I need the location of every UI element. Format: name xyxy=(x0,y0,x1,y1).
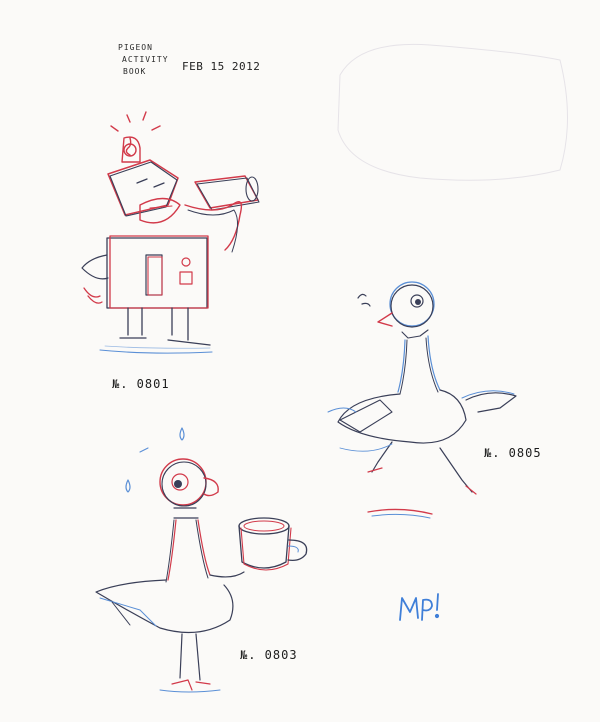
stamp-line-1: PIGEON xyxy=(118,43,153,52)
stamp-line-3: BOOK xyxy=(123,67,147,76)
stamp-line-2: ACTIVITY xyxy=(122,55,169,64)
book-title-stamp: PIGEON ACTIVITY BOOK xyxy=(118,42,169,78)
paper-smudge xyxy=(337,43,568,181)
coffee-pigeon-drawing xyxy=(95,427,308,693)
robot-drawing xyxy=(81,111,260,354)
sketch-label-robot: №. 0801 xyxy=(112,377,170,391)
running-pigeon-drawing xyxy=(327,281,517,519)
sketch-label-coffee-pigeon: №. 0803 xyxy=(240,648,298,662)
date-stamp: FEB 15 2012 xyxy=(182,60,261,73)
sketch-label-running-pigeon: №. 0805 xyxy=(484,446,542,460)
artist-signature xyxy=(399,593,440,621)
